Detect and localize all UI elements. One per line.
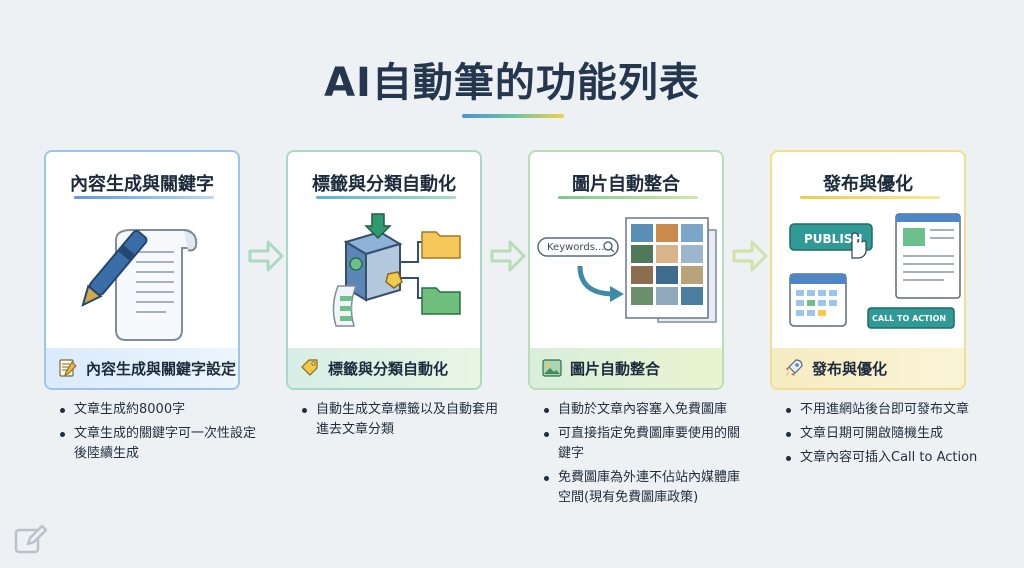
card-title: 標籤與分類自動化 (312, 174, 456, 195)
feature-card-images: 圖片自動整合 Keywords... (528, 150, 724, 390)
flow-arrow-icon (248, 240, 284, 272)
publish-button[interactable]: PUBLISH (804, 232, 863, 246)
call-to-action-button[interactable]: CALL TO ACTION (872, 314, 947, 323)
keywords-search-label: Keywords... (547, 242, 605, 253)
list-item: 文章生成約8000字 (56, 400, 256, 420)
feature-card-tagging: 標籤與分類自動化 標籤與分類自動化 (286, 150, 482, 390)
list-item: 自動生成文章標籤以及自動套用進去文章分類 (298, 400, 498, 440)
page-title: AI自動筆的功能列表 (324, 60, 700, 106)
list-item: 不用進網站後台即可發布文章 (782, 400, 982, 420)
card-title: 發布與優化 (823, 174, 913, 195)
feature-bullets-tagging: 自動生成文章標籤以及自動套用進去文章分類 (298, 400, 498, 444)
edit-note-icon (14, 524, 48, 554)
rocket-icon (786, 359, 803, 376)
flow-arrow-icon (732, 240, 768, 272)
card-footer-label: 發布與優化 (812, 359, 888, 378)
feature-bullets-publishing: 不用進網站後台即可發布文章 文章日期可開啟隨機生成 文章內容可插入Call to… (782, 400, 982, 472)
card-title: 內容生成與關鍵字 (70, 174, 214, 195)
card-title-underline (800, 196, 940, 199)
card-footer: 內容生成與關鍵字設定 (46, 348, 238, 388)
notepad-pencil-icon (59, 359, 77, 377)
card-footer: 圖片自動整合 (530, 348, 722, 388)
feature-card-publishing: 發布與優化 PUBLISH CALL TO ACTION (770, 150, 966, 390)
pen-and-scroll-illustration (81, 229, 198, 341)
feature-bullets-images: 自動於文章內容塞入免費圖庫 可直接指定免費圖庫要使用的關鍵字 免費圖庫為外連不佔… (540, 400, 740, 512)
feature-bullets-content-generation: 文章生成約8000字 文章生成的關鍵字可一次性設定後陸續生成 (56, 400, 256, 468)
card-title-underline (316, 196, 456, 199)
publish-button-calendar-cta-illustration (789, 213, 961, 329)
card-footer: 發布與優化 (772, 348, 964, 388)
card-footer-label: 圖片自動整合 (570, 359, 661, 378)
tag-icon (301, 359, 318, 376)
card-footer-label: 標籤與分類自動化 (328, 359, 449, 378)
feature-card-content-generation: 內容生成與關鍵字 內容生成與關鍵字設定 (44, 150, 240, 390)
list-item: 免費圖庫為外連不佔站內媒體庫空間(現有免費圖庫政策) (540, 468, 740, 508)
card-title: 圖片自動整合 (572, 174, 680, 195)
list-item: 自動於文章內容塞入免費圖庫 (540, 400, 740, 420)
card-title-underline (74, 196, 214, 199)
list-item: 文章內容可插入Call to Action (782, 448, 982, 468)
flow-arrow-icon (490, 240, 526, 272)
list-item: 可直接指定免費圖庫要使用的關鍵字 (540, 424, 740, 464)
sorting-machine-with-folders-illustration (332, 213, 461, 327)
card-title-underline (558, 196, 698, 199)
card-footer-label: 內容生成與關鍵字設定 (86, 359, 237, 378)
title-underline (462, 114, 564, 118)
card-footer: 標籤與分類自動化 (288, 348, 480, 388)
list-item: 文章日期可開啟隨機生成 (782, 424, 982, 444)
list-item: 文章生成的關鍵字可一次性設定後陸續生成 (56, 424, 256, 464)
picture-icon (542, 359, 562, 377)
keyword-search-to-image-gallery-illustration (537, 217, 717, 323)
